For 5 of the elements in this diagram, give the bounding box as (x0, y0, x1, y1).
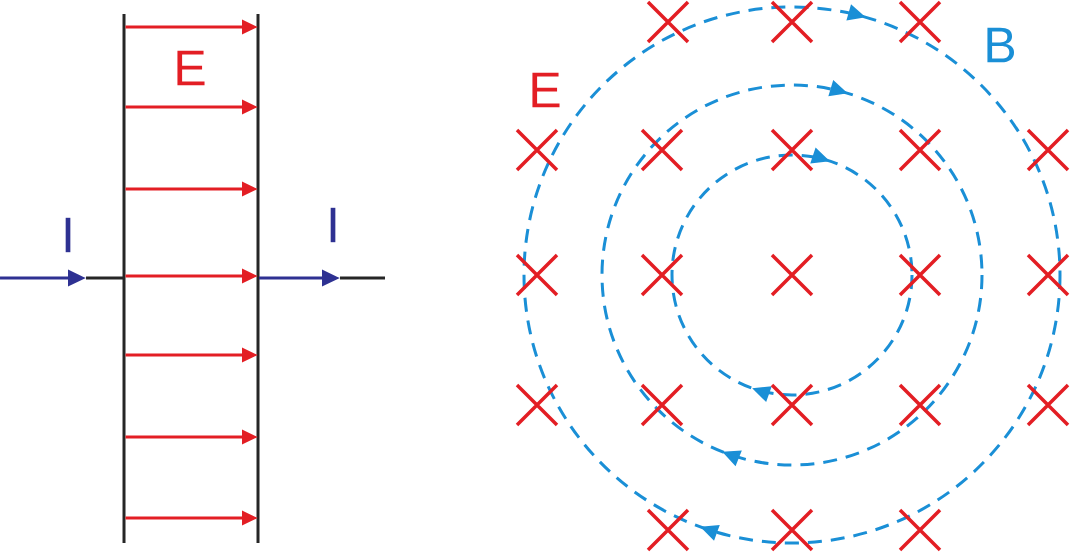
symbol-label: B (987, 27, 1015, 63)
symbol-label: I (65, 217, 71, 253)
symbol-label: I (330, 207, 336, 243)
symbol-label: E (532, 72, 560, 108)
symbol-label: E (177, 50, 205, 86)
